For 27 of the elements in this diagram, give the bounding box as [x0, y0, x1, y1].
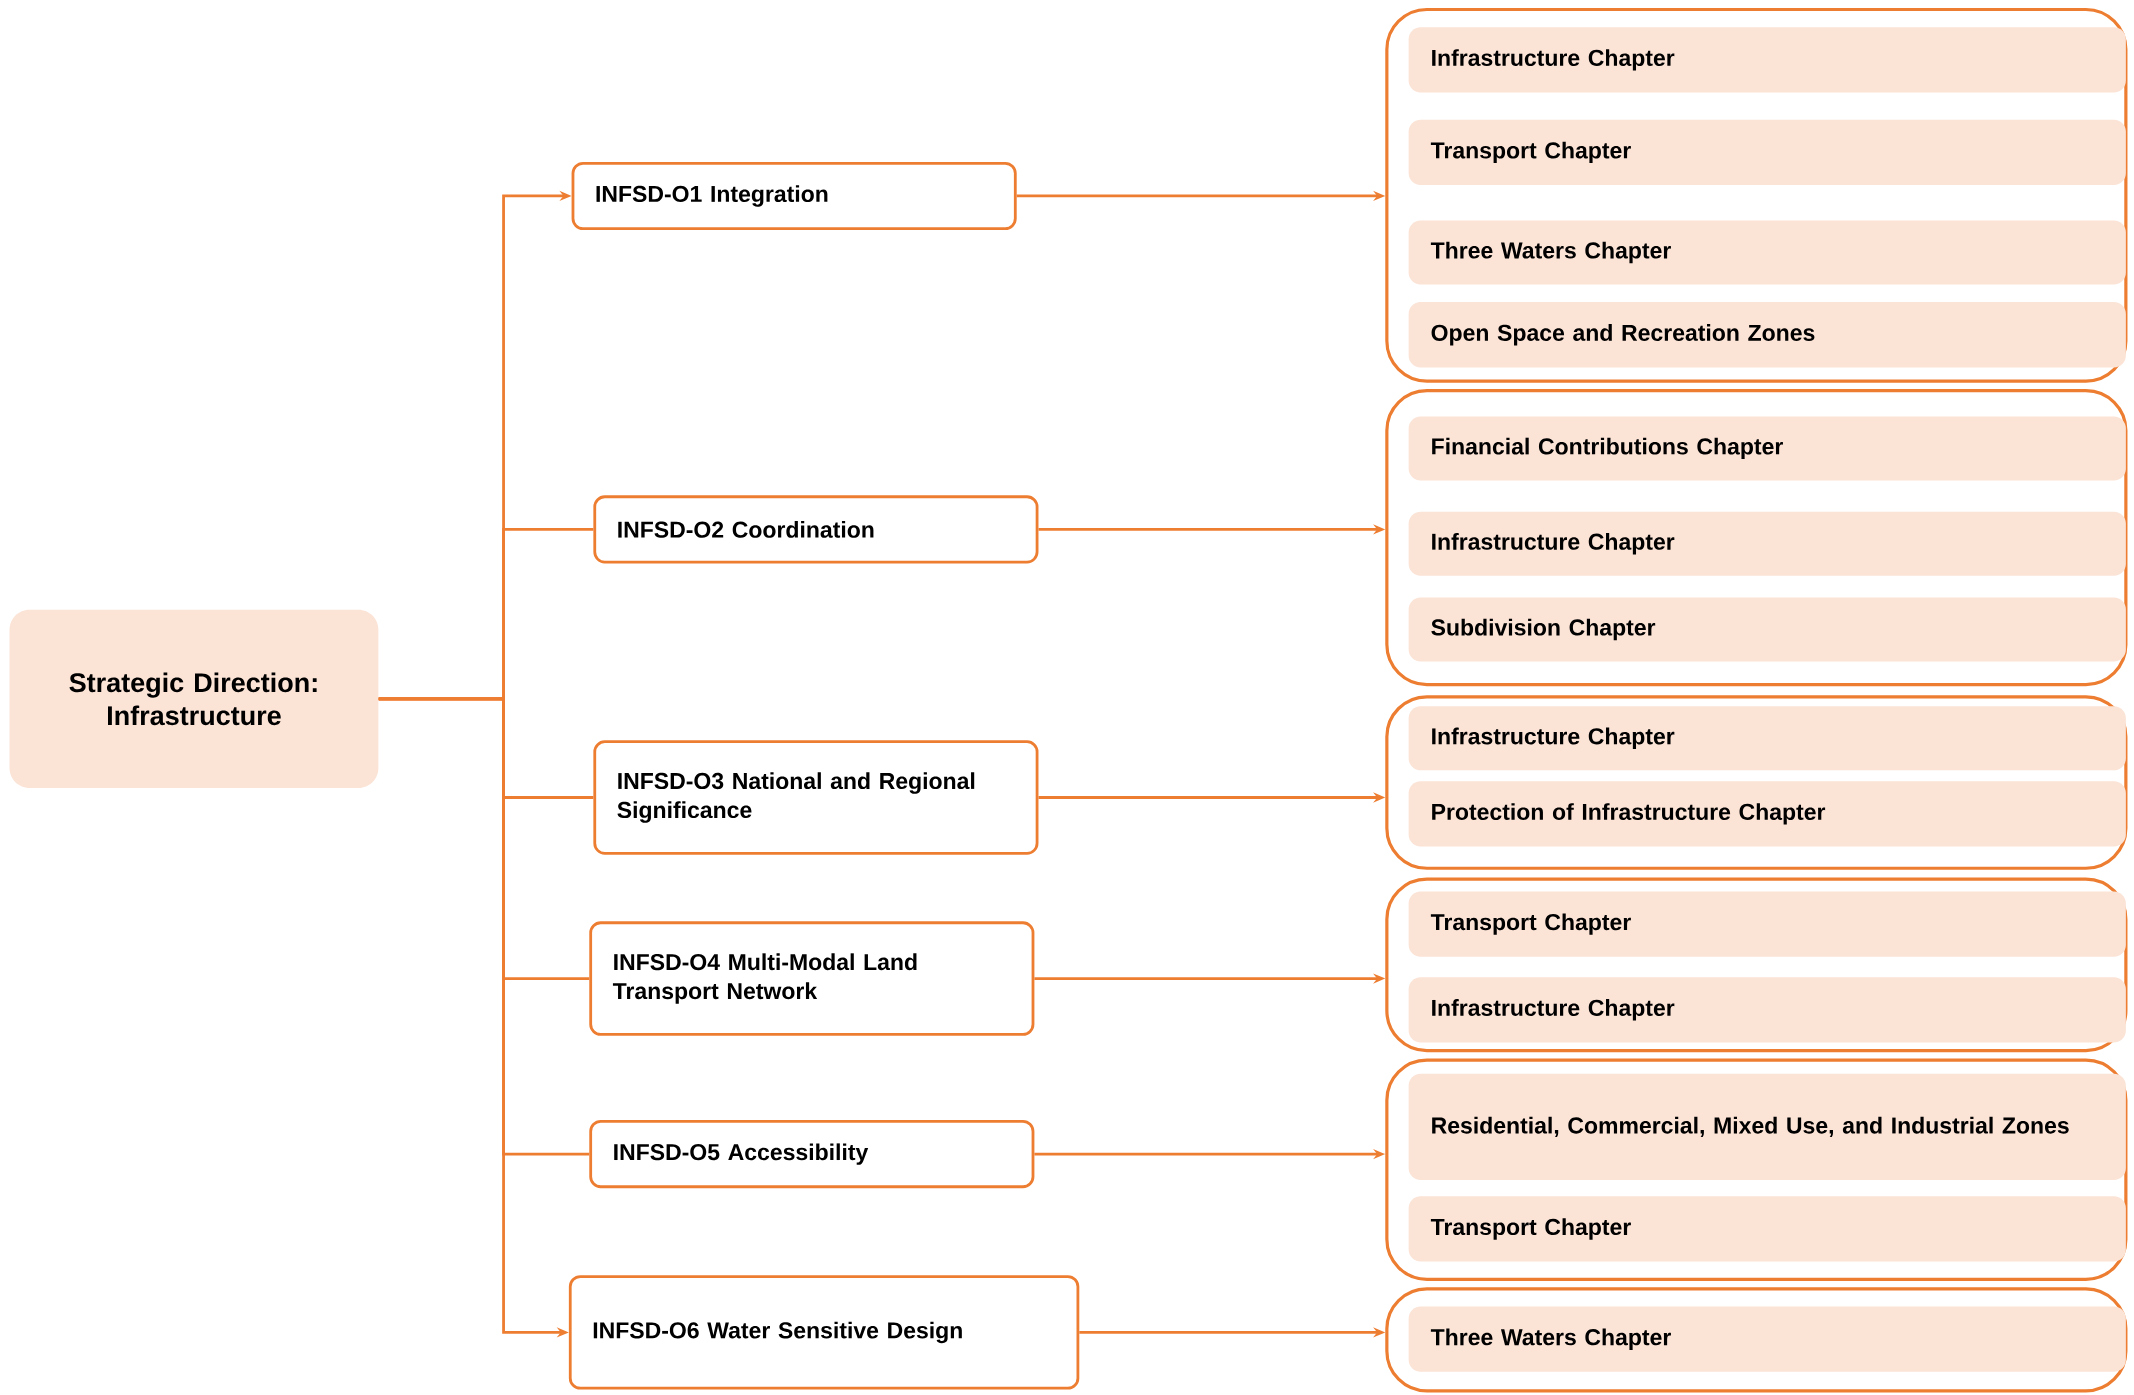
chapter-box: Infrastructure Chapter [1408, 511, 2126, 576]
objective-box: INFSD-O4 Multi-Modal Land Transport Network [589, 921, 1035, 1036]
chapter-box: Three Waters Chapter [1408, 1306, 2126, 1372]
objective-box: INFSD-O2 Coordination [593, 495, 1039, 564]
group-frame [1385, 388, 2128, 687]
chapter-box: Transport Chapter [1408, 119, 2126, 186]
chapter-box: Infrastructure Chapter [1408, 27, 2126, 93]
chapter-box: Protection of Infrastructure Chapter [1408, 781, 2126, 847]
chapter-box: Residential, Commercial, Mixed Use, and Industrial Zones [1408, 1073, 2126, 1180]
objective-box: INFSD-O1 Integration [571, 161, 1017, 230]
chapter-box: Infrastructure Chapter [1408, 977, 2126, 1043]
group-frame [1385, 7, 2128, 383]
objective-box: INFSD-O6 Water Sensitive Design [568, 1275, 1080, 1390]
group-frame [1385, 1287, 2128, 1393]
chapter-box: Transport Chapter [1408, 891, 2126, 957]
chapter-box: Financial Contributions Chapter [1408, 416, 2126, 481]
group-frame [1385, 695, 2128, 870]
chapter-box: Infrastructure Chapter [1408, 706, 2126, 771]
objective-box: INFSD-O3 National and Regional Significance [593, 740, 1039, 855]
objective-box: INFSD-O5 Accessibility [589, 1120, 1035, 1189]
group-frame [1385, 1058, 2128, 1281]
group-frame [1385, 877, 2128, 1053]
chapter-box: Subdivision Chapter [1408, 597, 2126, 662]
chapter-box: Open Space and Recreation Zones [1408, 302, 2126, 368]
chapter-box: Transport Chapter [1408, 1196, 2126, 1262]
chapter-box: Three Waters Chapter [1408, 220, 2126, 285]
root-box: Strategic Direction: Infrastructure [9, 609, 379, 788]
